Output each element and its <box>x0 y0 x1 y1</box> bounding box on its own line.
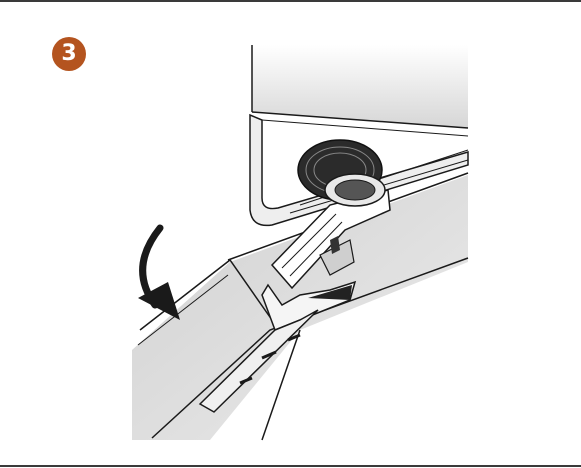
bottom-border <box>0 465 581 467</box>
rotate-down-arrow-icon <box>138 224 180 320</box>
appliance-housing <box>249 45 469 227</box>
step-number-badge: 3 <box>52 37 86 71</box>
adjuster-arm <box>270 189 391 290</box>
top-border <box>0 0 581 2</box>
adjustment-knob <box>297 139 386 207</box>
mounting-bracket <box>198 280 357 413</box>
